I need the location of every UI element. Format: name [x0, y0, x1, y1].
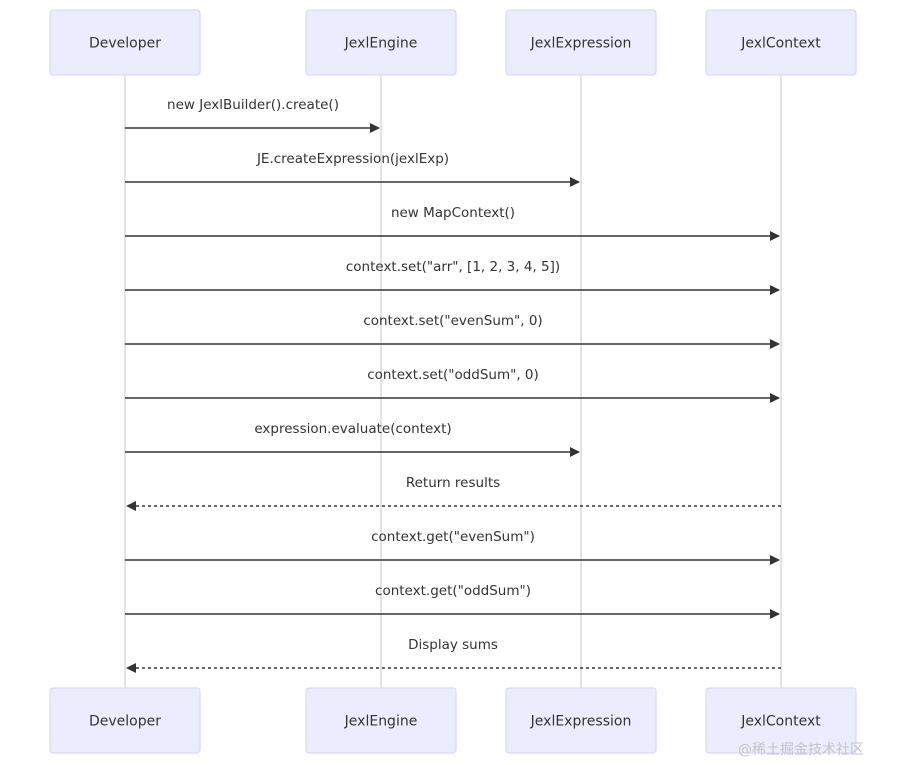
- actor-jx-bottom: JexlExpression: [505, 687, 657, 754]
- actor-box: [705, 687, 857, 754]
- message-4: context.set("arr", [1, 2, 3, 4, 5]): [125, 259, 780, 295]
- actor-box: [305, 9, 457, 76]
- message-label: new JexlBuilder().create(): [167, 97, 339, 113]
- actors-bottom: Developer JexlEngine JexlExpression JexlCon…: [49, 687, 857, 754]
- actor-je-top: JexlEngine: [305, 9, 457, 76]
- actor-jx-top: JexlExpression: [505, 9, 657, 76]
- message-9: context.get("evenSum"): [125, 529, 780, 565]
- message-5: context.set("evenSum", 0): [125, 313, 780, 349]
- actor-box: [49, 9, 201, 76]
- actor-label: JexlContext: [740, 714, 821, 730]
- actor-label: JexlExpression: [530, 714, 632, 730]
- actor-box: [49, 687, 201, 754]
- message-label: context.set("oddSum", 0): [367, 367, 539, 383]
- actor-label: Developer: [89, 714, 161, 730]
- actor-je-bottom: JexlEngine: [305, 687, 457, 754]
- message-label: context.set("arr", [1, 2, 3, 4, 5]): [346, 259, 560, 275]
- message-8: Return results: [126, 475, 781, 511]
- message-label: context.set("evenSum", 0): [363, 313, 542, 329]
- actor-label: JexlExpression: [530, 36, 632, 52]
- actor-box: [505, 687, 657, 754]
- watermark: @稀土掘金技术社区: [738, 742, 864, 758]
- actor-label: JexlEngine: [344, 36, 418, 52]
- actor-box: [305, 687, 457, 754]
- actor-label: Developer: [89, 36, 161, 52]
- message-3: new MapContext(): [125, 205, 780, 241]
- message-2: JE.createExpression(jexlExp): [125, 151, 580, 187]
- actor-jc-bottom: JexlContext: [705, 687, 857, 754]
- actor-label: JexlContext: [740, 36, 821, 52]
- message-label: Return results: [406, 475, 500, 491]
- actors-top: Developer JexlEngine JexlExpression JexlCon…: [49, 9, 857, 76]
- message-label: context.get("evenSum"): [371, 529, 535, 545]
- message-label: context.get("oddSum"): [375, 583, 531, 599]
- actor-label: JexlEngine: [344, 714, 418, 730]
- message-6: context.set("oddSum", 0): [125, 367, 780, 403]
- message-label: Display sums: [408, 637, 498, 653]
- actor-jc-top: JexlContext: [705, 9, 857, 76]
- message-11: Display sums: [126, 637, 781, 673]
- message-7: expression.evaluate(context): [125, 421, 580, 457]
- actor-dev-top: Developer: [49, 9, 201, 76]
- actor-box: [705, 9, 857, 76]
- message-label: JE.createExpression(jexlExp): [256, 151, 449, 167]
- actor-dev-bottom: Developer: [49, 687, 201, 754]
- message-10: context.get("oddSum"): [125, 583, 780, 619]
- actor-box: [505, 9, 657, 76]
- messages: new JexlBuilder().create() JE.createExpre…: [125, 97, 781, 673]
- message-label: new MapContext(): [391, 205, 515, 221]
- lifelines: [124, 75, 782, 688]
- message-label: expression.evaluate(context): [254, 421, 451, 437]
- message-1: new JexlBuilder().create(): [125, 97, 380, 133]
